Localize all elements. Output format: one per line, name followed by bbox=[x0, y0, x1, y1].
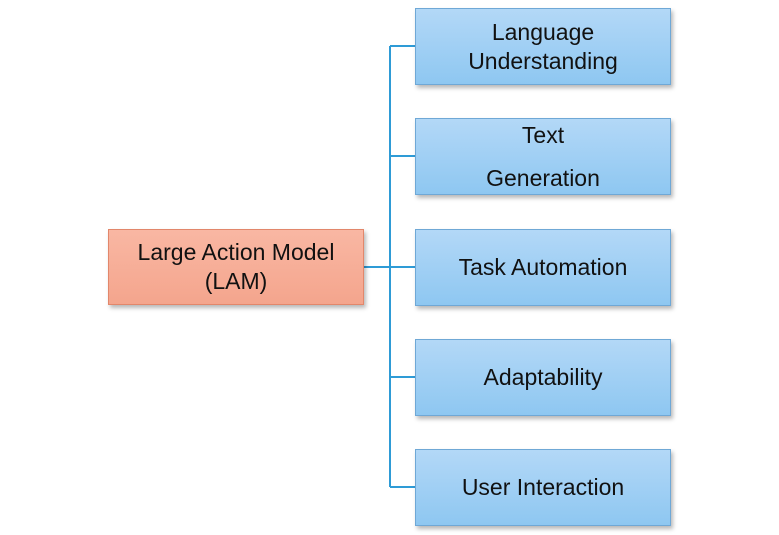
node-label-line-1: Text bbox=[521, 121, 565, 148]
root-node-line-1: Large Action Model bbox=[137, 239, 335, 266]
node-label: Task Automation bbox=[458, 254, 628, 281]
node-label-line-2: Generation bbox=[486, 164, 600, 191]
node-label: User Interaction bbox=[461, 474, 625, 501]
node-text-generation: Text Generation bbox=[415, 118, 671, 195]
node-task-automation: Task Automation bbox=[415, 229, 671, 306]
node-label: Adaptability bbox=[483, 364, 603, 391]
node-language-understanding: Language Understanding bbox=[415, 8, 671, 85]
node-label-line-2: Understanding bbox=[468, 47, 618, 74]
node-user-interaction: User Interaction bbox=[415, 449, 671, 526]
root-node-line-2: (LAM) bbox=[204, 268, 268, 294]
node-adaptability: Adaptability bbox=[415, 339, 671, 416]
node-label-line-1: Language bbox=[491, 18, 595, 45]
root-node-lam: Large Action Model (LAM) bbox=[108, 229, 364, 305]
